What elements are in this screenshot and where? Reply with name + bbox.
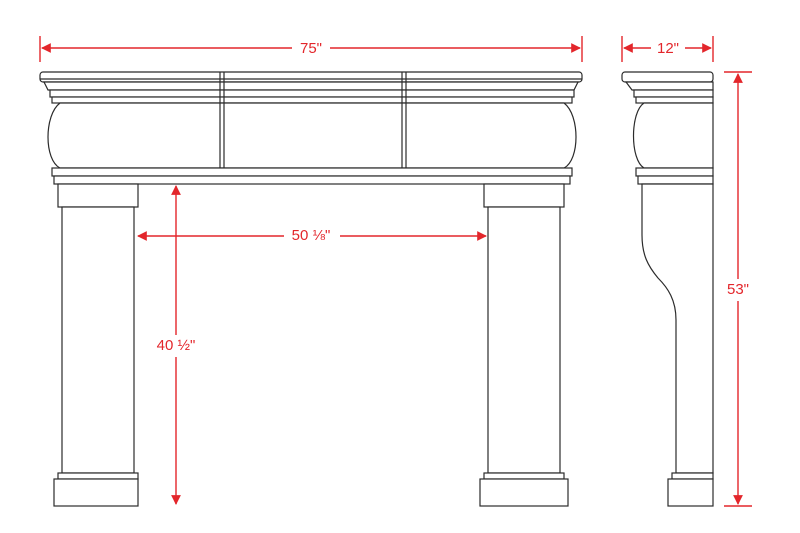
side-frieze: [633, 102, 714, 169]
right-leg-shaft: [487, 206, 561, 474]
right-leg-base: [479, 478, 569, 507]
right-leg-plinth-top: [483, 472, 565, 480]
left-leg-plinth-top: [57, 472, 139, 480]
side-cornice-cove-3: [635, 96, 714, 104]
opening-width-label-bg: [284, 225, 340, 247]
overall-width-label: 75": [300, 40, 322, 57]
cornice-cove-2: [49, 89, 575, 98]
opening-height-label-bg: [148, 335, 204, 357]
cornice-cove-1: [43, 81, 579, 91]
frieze-lower-band: [51, 167, 573, 177]
opening-width-label: 50 ⅛": [292, 227, 331, 244]
side-cornice-cove-1: [624, 81, 714, 91]
cornice-top: [39, 71, 583, 83]
side-cornice-cove-2: [633, 89, 714, 98]
right-leg-capital: [483, 183, 565, 208]
dimension-annotations: 75" 12" 50 ⅛" 40 ½" 53": [39, 36, 756, 507]
opening-height-label: 40 ½": [157, 337, 196, 354]
side-base: [667, 478, 714, 507]
side-plinth-top: [671, 472, 714, 480]
left-leg-shaft: [61, 206, 135, 474]
front-elevation: [39, 71, 583, 507]
side-lower-band: [635, 167, 714, 177]
left-leg-base: [53, 478, 139, 507]
left-leg-capital: [57, 183, 139, 208]
side-cornice-top: [621, 71, 714, 83]
overall-width-label-bg: [292, 38, 330, 58]
depth-label: 12": [657, 40, 679, 57]
overall-height-label-bg: [720, 279, 756, 301]
side-bottom-band: [637, 175, 714, 185]
cornice-cove-3: [51, 96, 573, 104]
overall-height-label: 53": [727, 281, 749, 298]
depth-label-bg: [651, 38, 685, 58]
side-elevation: [621, 71, 714, 507]
side-leg-profile: [641, 183, 714, 474]
frieze-bottom-band: [53, 175, 571, 185]
frieze: [47, 102, 577, 169]
